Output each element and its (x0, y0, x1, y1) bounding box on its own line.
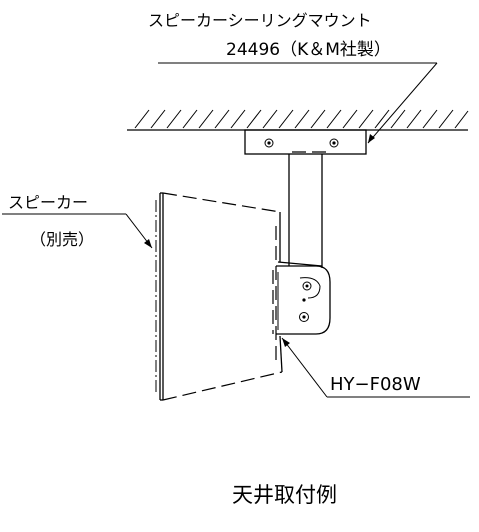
plate-screw-right (329, 138, 339, 148)
mount-name-label: スピーカーシーリングマウント (148, 11, 372, 30)
bracket-screw-bottom (299, 312, 309, 322)
bracket-model-label: HY−F08W (330, 374, 421, 395)
speaker-bracket (272, 261, 331, 335)
mount-leader-arrow (368, 134, 375, 143)
speaker (155, 192, 283, 401)
ceiling (127, 109, 469, 131)
speaker-leader-arrow (144, 239, 152, 248)
bracket-screw-top (302, 281, 312, 291)
ceiling-plate (244, 129, 367, 155)
speaker-top-edge (162, 192, 281, 213)
speaker-note-label: （別売） (30, 230, 94, 249)
mount-model-label: 24496（K＆M社製） (226, 40, 391, 60)
bracket-pivot (302, 298, 306, 302)
mount-leader-line (367, 62, 438, 144)
drawing-caption: 天井取付例 (232, 483, 337, 507)
speaker-name-label: スピーカー (8, 193, 88, 212)
plate-screw-left (264, 138, 274, 148)
ceiling-hatching (134, 109, 469, 129)
speaker-bottom-edge (162, 371, 283, 401)
mount-pole (288, 154, 323, 268)
bracket-leader-arrow (282, 338, 290, 347)
bracket-leader-line (281, 337, 328, 398)
